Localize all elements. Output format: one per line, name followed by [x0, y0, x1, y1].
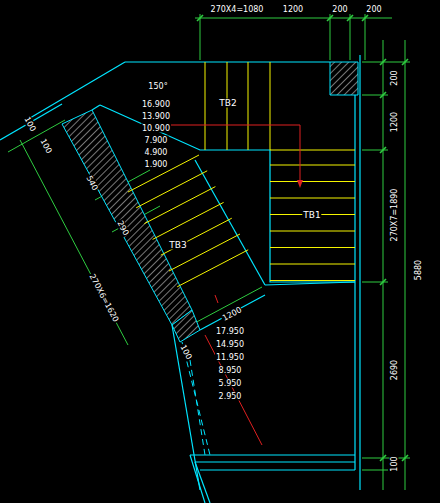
elevation-text: 7.900 — [144, 136, 169, 145]
tread-line — [153, 202, 224, 239]
tread-line — [270, 264, 355, 265]
dimension-text: 100 — [178, 342, 194, 361]
elevation-text: 8.950 — [218, 366, 243, 375]
tread-line — [144, 187, 215, 224]
elevation-text: 10.900 — [141, 124, 171, 133]
tread-line — [270, 181, 355, 182]
dimension-text: 100 — [38, 136, 54, 155]
tread-line — [270, 280, 355, 281]
stair-label: TB3 — [168, 241, 187, 250]
dimension-text: 270X7=1890 — [390, 188, 399, 243]
tread-line — [270, 231, 355, 232]
dimension-text: 5880 — [414, 259, 423, 281]
dimension-text: 100 — [22, 114, 38, 133]
angle-text: 150° — [147, 82, 168, 91]
tread-line — [177, 250, 248, 287]
dimension-text: 200 — [390, 69, 399, 86]
elevation-text: 2.950 — [218, 392, 243, 401]
elevation-text: 17.950 — [215, 327, 245, 336]
tread-line — [270, 247, 355, 248]
dimension-text: 1200 — [390, 111, 399, 133]
tread-line — [136, 171, 207, 208]
tread-line — [169, 234, 240, 271]
elevation-text: 14.950 — [215, 340, 245, 349]
tread-line — [128, 155, 199, 192]
dimension-text: 100 — [390, 455, 399, 472]
stair-label: TB1 — [302, 211, 321, 220]
elevation-text: 11.950 — [215, 353, 245, 362]
tread-line — [161, 218, 232, 255]
dimension-text: 270X4=1080 — [210, 5, 265, 14]
tread-line — [270, 198, 355, 199]
elevation-text: 4.900 — [144, 148, 169, 157]
elevation-text: 13.900 — [141, 112, 171, 121]
dimension-text: 270X6=1620 — [87, 272, 121, 325]
elevation-text: 1.900 — [144, 160, 169, 169]
elevation-text: 16.900 — [141, 100, 171, 109]
stair-label: TB2 — [218, 99, 237, 108]
elevation-text: 5.950 — [218, 379, 243, 388]
dimension-text: 200 — [331, 5, 348, 14]
dimension-text: 200 — [365, 5, 382, 14]
dimension-text: 2690 — [390, 359, 399, 381]
tread-line — [270, 165, 355, 166]
dimension-text: 1200 — [282, 5, 304, 14]
